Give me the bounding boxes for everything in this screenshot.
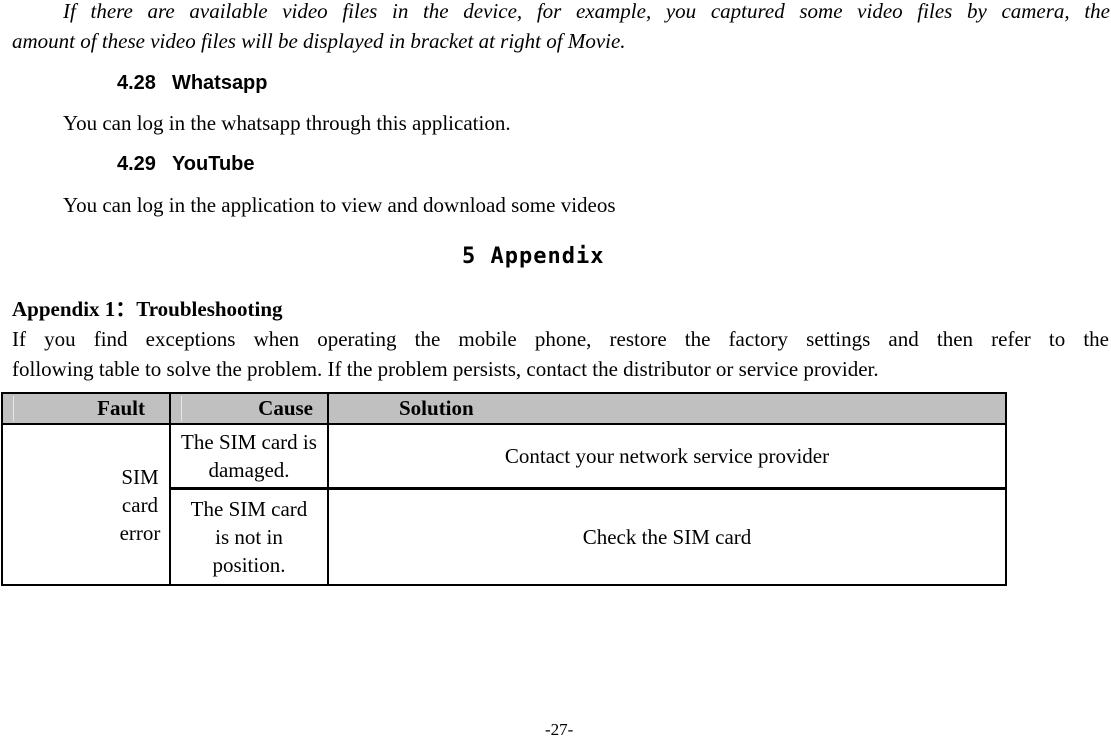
section-heading-whatsapp: 4.28 Whatsapp	[117, 70, 268, 96]
header-bevel	[181, 396, 182, 421]
appendix-paragraph-line-2: following table to solve the problem. If…	[12, 357, 879, 381]
solution-text: Check the SIM card	[582, 525, 752, 549]
cause-text: The SIM card is not in position.	[190, 497, 308, 577]
cell-cause: The SIM card is not in position.	[169, 487, 329, 586]
section-heading-youtube: 4.29 YouTube	[117, 151, 255, 177]
appendix-heading: Appendix 1：Troubleshooting	[12, 297, 283, 321]
cell-cause: The SIM card is damaged.	[169, 423, 329, 490]
table-header-row: Fault Cause Solution	[1, 392, 1007, 425]
header-cause-label: Cause	[258, 396, 313, 420]
appendix-paragraph: If you find exceptions when operating th…	[12, 324, 1109, 384]
header-solution-label: Solution	[399, 396, 474, 420]
cell-solution: Check the SIM card	[327, 487, 1007, 586]
header-solution: Solution	[327, 392, 1007, 425]
section-number: 4.29	[117, 153, 156, 175]
header-bevel	[13, 396, 14, 421]
fault-text: SIM card error	[119, 464, 161, 545]
cell-fault: SIM card error	[1, 423, 171, 586]
header-fault-label: Fault	[97, 396, 145, 420]
section-title: Whatsapp	[171, 72, 268, 94]
table-row: The SIM card is not in position. Check t…	[2, 487, 1007, 586]
troubleshooting-table: Fault Cause Solution SIM card error	[1, 392, 1007, 586]
solution-text: Contact your network service provider	[504, 444, 830, 468]
appendix-paragraph-line-1: If you find exceptions when operating th…	[12, 327, 1109, 351]
chapter-title: 5 Appendix	[462, 244, 605, 269]
section-title: YouTube	[171, 153, 255, 175]
intro-paragraph: If there are available video files in th…	[12, 0, 1110, 56]
page-number: -27-	[545, 720, 574, 739]
section-body-whatsapp: You can log in the whatsapp through this…	[63, 111, 511, 135]
intro-paragraph-line-2: amount of these video files will be disp…	[12, 29, 626, 53]
cause-text: The SIM card is damaged.	[181, 430, 317, 482]
intro-paragraph-line-1: If there are available video files in th…	[63, 0, 1110, 23]
cell-solution: Contact your network service provider	[327, 423, 1007, 490]
header-fault: Fault	[1, 392, 171, 425]
header-cause: Cause	[169, 392, 329, 425]
section-number: 4.28	[117, 72, 156, 94]
table-row: SIM card error The SIM card is damaged. …	[1, 423, 1007, 586]
section-body-youtube: You can log in the application to view a…	[63, 193, 616, 217]
